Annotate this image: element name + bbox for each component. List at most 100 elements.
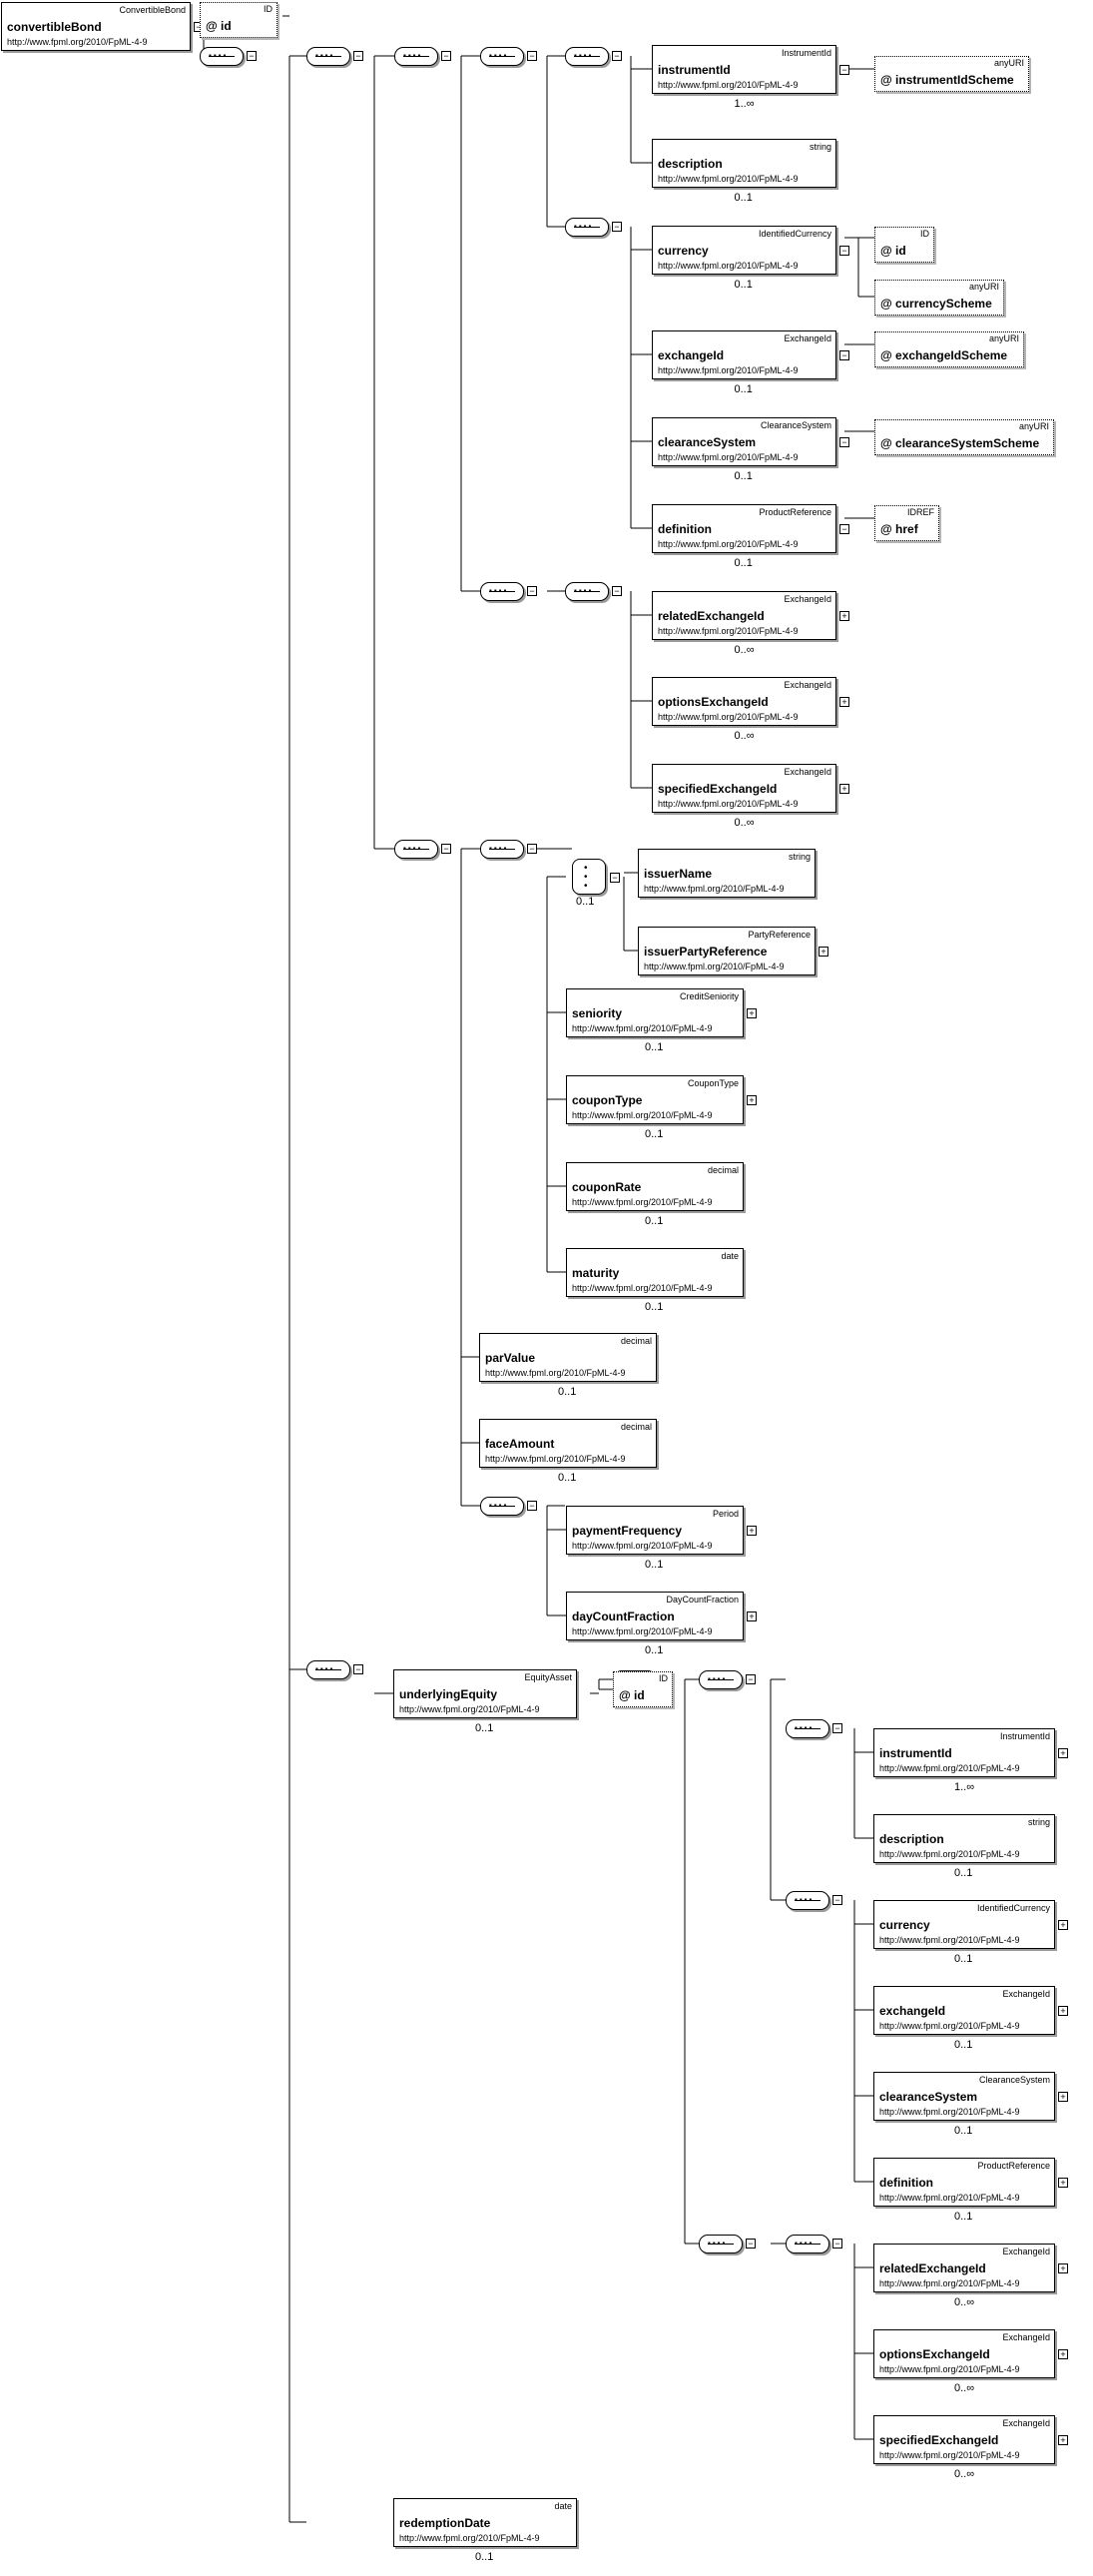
expand-toggle-icon[interactable]: + xyxy=(839,697,849,707)
sequence-compositor[interactable]: ▪▪▪▪ xyxy=(306,1660,350,1679)
collapse-toggle-icon[interactable]: − xyxy=(832,1895,842,1905)
sequence-compositor[interactable]: ▪▪▪▪ xyxy=(200,47,244,66)
sequence-compositor[interactable]: ▪▪▪▪ xyxy=(480,840,524,859)
sequence-compositor[interactable]: ▪▪▪▪ xyxy=(480,47,524,66)
attribute-box[interactable]: anyURI@ exchangeIdScheme xyxy=(874,331,1024,367)
collapse-toggle-icon[interactable]: − xyxy=(527,51,537,61)
collapse-toggle-icon[interactable]: − xyxy=(746,1674,756,1684)
expand-toggle-icon[interactable]: + xyxy=(747,1526,757,1536)
expand-toggle-icon[interactable]: + xyxy=(1058,1748,1068,1758)
sequence-line xyxy=(489,591,515,592)
collapse-toggle-icon[interactable]: − xyxy=(353,1664,363,1674)
collapse-toggle-icon[interactable]: − xyxy=(610,873,620,883)
collapse-toggle-icon[interactable]: − xyxy=(527,586,537,596)
sequence-compositor[interactable]: ▪▪▪▪ xyxy=(480,1497,524,1516)
collapse-toggle-icon[interactable]: − xyxy=(839,65,849,75)
sequence-compositor[interactable]: ▪▪▪▪ xyxy=(480,582,524,601)
expand-toggle-icon[interactable]: + xyxy=(1058,2263,1068,2273)
collapse-toggle-icon[interactable]: − xyxy=(612,222,622,232)
sequence-compositor[interactable]: ▪▪▪▪ xyxy=(786,2235,829,2254)
expand-toggle-icon[interactable]: + xyxy=(747,1008,757,1018)
attribute-box[interactable]: anyURI@ currencyScheme xyxy=(874,280,1004,316)
collapse-toggle-icon[interactable]: − xyxy=(839,246,849,256)
sequence-compositor[interactable]: ▪▪▪▪ xyxy=(699,2235,743,2254)
collapse-toggle-icon[interactable]: − xyxy=(612,51,622,61)
expand-toggle-icon[interactable]: + xyxy=(1058,2092,1068,2102)
expand-toggle-icon[interactable]: + xyxy=(819,947,828,957)
attribute-box[interactable]: anyURI@ instrumentIdScheme xyxy=(874,56,1029,92)
sequence-compositor[interactable]: ▪▪▪▪ xyxy=(786,1891,829,1910)
expand-toggle-icon[interactable]: + xyxy=(1058,2178,1068,2188)
attribute-box[interactable]: anyURI@ clearanceSystemScheme xyxy=(874,419,1054,455)
expand-toggle-icon[interactable]: + xyxy=(1058,2349,1068,2359)
sequence-compositor[interactable]: ▪▪▪▪ xyxy=(786,1719,829,1738)
collapse-toggle-icon[interactable]: − xyxy=(527,844,537,854)
sequence-compositor[interactable]: ▪▪▪▪ xyxy=(565,47,609,66)
sequence-compositor[interactable]: ▪▪▪▪ xyxy=(565,582,609,601)
expand-toggle-icon[interactable]: + xyxy=(1058,1920,1068,1930)
expand-toggle-icon[interactable]: + xyxy=(747,1611,757,1621)
collapse-toggle-icon[interactable]: − xyxy=(441,844,451,854)
collapse-toggle-icon[interactable]: − xyxy=(839,350,849,360)
collapse-toggle-icon[interactable]: − xyxy=(247,51,257,61)
collapse-toggle-icon[interactable]: − xyxy=(746,2239,756,2249)
sequence-compositor[interactable]: ▪▪▪▪ xyxy=(394,840,438,859)
collapse-toggle-icon[interactable]: − xyxy=(839,437,849,447)
element-type: ExchangeId xyxy=(784,680,831,690)
choice-compositor[interactable]: ••• xyxy=(572,859,606,895)
attribute-box[interactable]: ID@ id xyxy=(874,227,934,263)
expand-toggle-icon[interactable]: + xyxy=(1058,2435,1068,2445)
collapse-toggle-icon[interactable]: − xyxy=(527,1501,537,1511)
expand-toggle-icon[interactable]: + xyxy=(839,611,849,621)
expand-toggle-icon[interactable]: + xyxy=(747,1095,757,1105)
expand-toggle-icon[interactable]: + xyxy=(1058,2006,1068,2016)
attribute-box[interactable]: ID@ id xyxy=(200,2,277,38)
root-element-box[interactable]: ConvertibleBond convertibleBond http://w… xyxy=(1,2,191,51)
collapse-toggle-icon[interactable]: − xyxy=(839,524,849,534)
sequence-compositor[interactable]: ▪▪▪▪ xyxy=(565,218,609,237)
sequence-compositor[interactable]: ▪▪▪▪ xyxy=(306,47,350,66)
attribute-box[interactable]: ID@ id xyxy=(613,1671,673,1707)
collapse-toggle-icon[interactable]: − xyxy=(612,586,622,596)
sequence-compositor[interactable]: ▪▪▪▪ xyxy=(394,47,438,66)
collapse-toggle-icon[interactable]: − xyxy=(832,1723,842,1733)
collapse-toggle-icon[interactable]: − xyxy=(832,2239,842,2249)
element-name: relatedExchangeId xyxy=(658,609,765,623)
expand-toggle-icon[interactable]: + xyxy=(839,784,849,794)
attribute-box[interactable]: IDREF@ href xyxy=(874,505,939,541)
element-type: CreditSeniority xyxy=(679,991,739,1001)
collapse-toggle-icon[interactable]: − xyxy=(441,51,451,61)
collapse-toggle-icon[interactable]: − xyxy=(353,51,363,61)
sequence-compositor[interactable]: ▪▪▪▪ xyxy=(699,1670,743,1689)
